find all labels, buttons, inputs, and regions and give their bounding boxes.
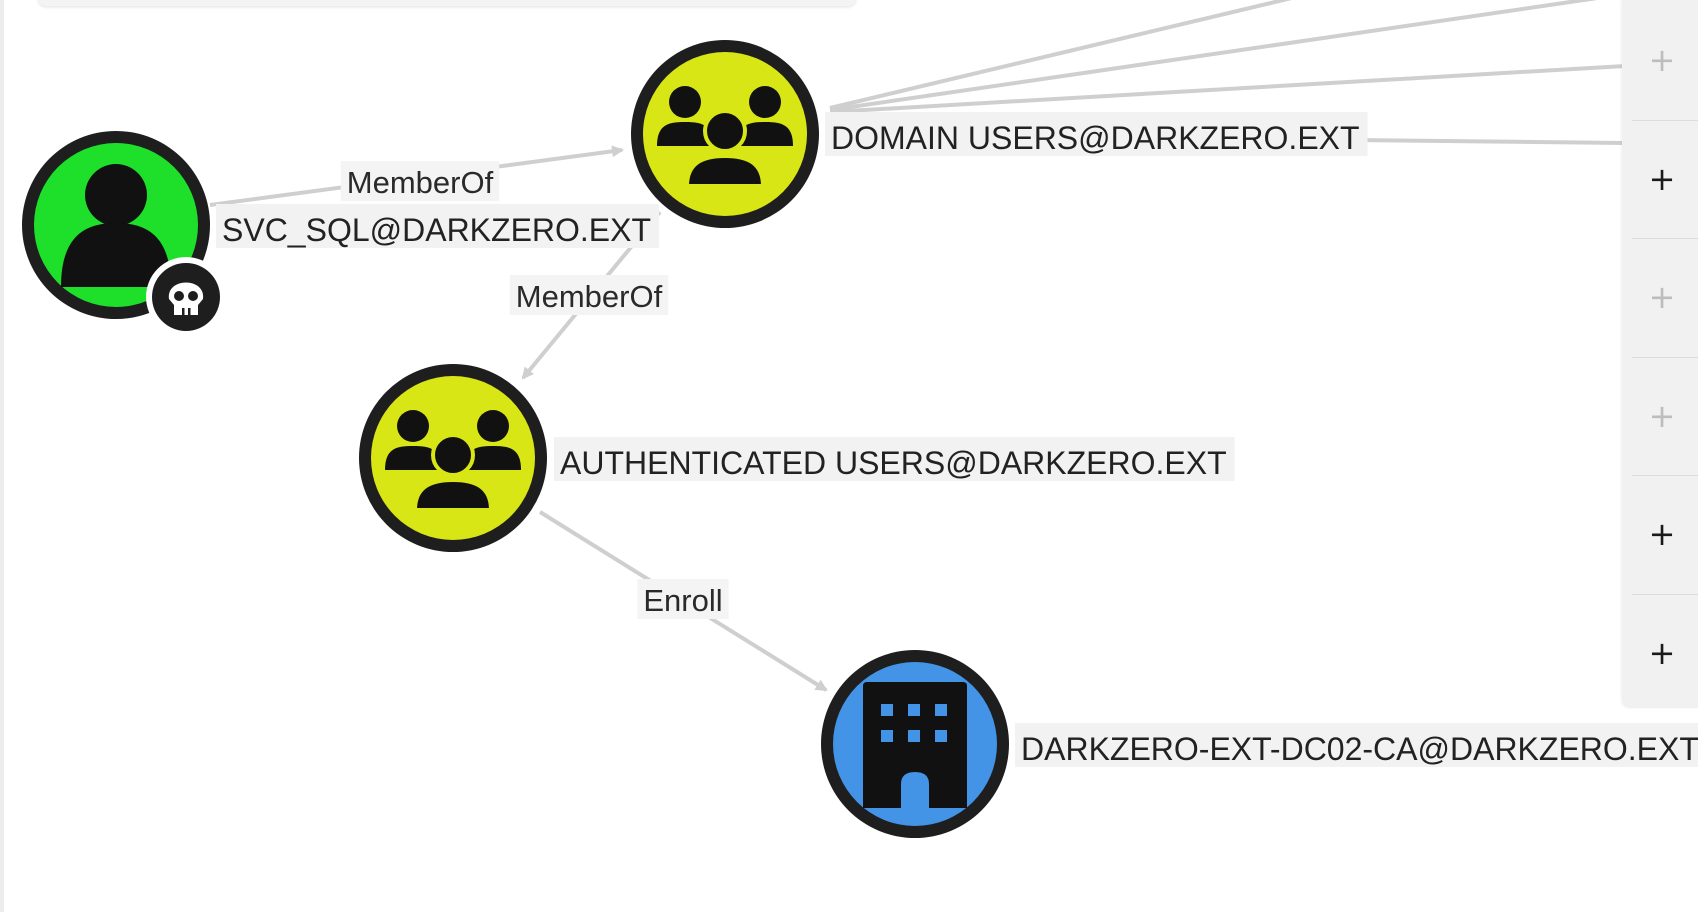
node-auth_users[interactable]: AUTHENTICATED USERS@DARKZERO.EXT [359, 364, 1235, 552]
expand-plus-icon[interactable]: + [1648, 515, 1676, 553]
node-label: SVC_SQL@DARKZERO.EXT [222, 212, 651, 248]
expand-rail: + + + + + + [1622, 0, 1698, 708]
edge-label-bg [340, 161, 500, 201]
node-label-bg [1015, 723, 1698, 767]
nodes-layer: SVC_SQL@DARKZERO.EXT DOMAIN USERS@DARKZER… [22, 40, 1698, 838]
node-svc_sql[interactable]: SVC_SQL@DARKZERO.EXT [22, 131, 660, 337]
offscreen-edges [829, 0, 1626, 145]
edge-label-bg [509, 275, 669, 315]
expand-plus-icon[interactable]: + [1648, 159, 1676, 198]
rail-divider [1632, 356, 1698, 358]
edge-svc_sql-to-domain_users[interactable]: MemberOf [209, 145, 624, 207]
edge-auth_users-to-ca[interactable]: Enroll [538, 510, 828, 692]
node-label-bg [825, 112, 1368, 156]
expand-plus-icon[interactable]: + [1648, 396, 1676, 435]
expand-plus-icon[interactable]: + [1648, 633, 1676, 672]
node-label: AUTHENTICATED USERS@DARKZERO.EXT [560, 445, 1227, 481]
rail-divider [1632, 475, 1698, 476]
skull-icon [146, 257, 226, 337]
node-domain_users[interactable]: DOMAIN USERS@DARKZERO.EXT [631, 40, 1368, 228]
node-label: DARKZERO-EXT-DC02-CA@DARKZERO.EXT [1021, 731, 1698, 767]
node-label-bg [216, 204, 660, 248]
node-label-bg [554, 437, 1235, 481]
expand-plus-icon[interactable]: + [1648, 278, 1676, 316]
expand-plus-icon[interactable]: + [1648, 41, 1676, 79]
edge-label: Enroll [643, 583, 722, 618]
node-label: DOMAIN USERS@DARKZERO.EXT [831, 120, 1360, 156]
edge-label-bg [637, 579, 729, 619]
rail-divider [1632, 593, 1698, 595]
edge-label: MemberOf [347, 165, 494, 200]
edge-domain_users-to-auth_users[interactable]: MemberOf [509, 210, 669, 380]
panel-border [0, 0, 4, 912]
node-ca[interactable]: DARKZERO-EXT-DC02-CA@DARKZERO.EXT [821, 650, 1698, 838]
rail-divider [1632, 238, 1698, 239]
rail-divider [1632, 119, 1698, 121]
edge-label: MemberOf [516, 279, 663, 314]
search-panel-edge [38, 0, 856, 6]
